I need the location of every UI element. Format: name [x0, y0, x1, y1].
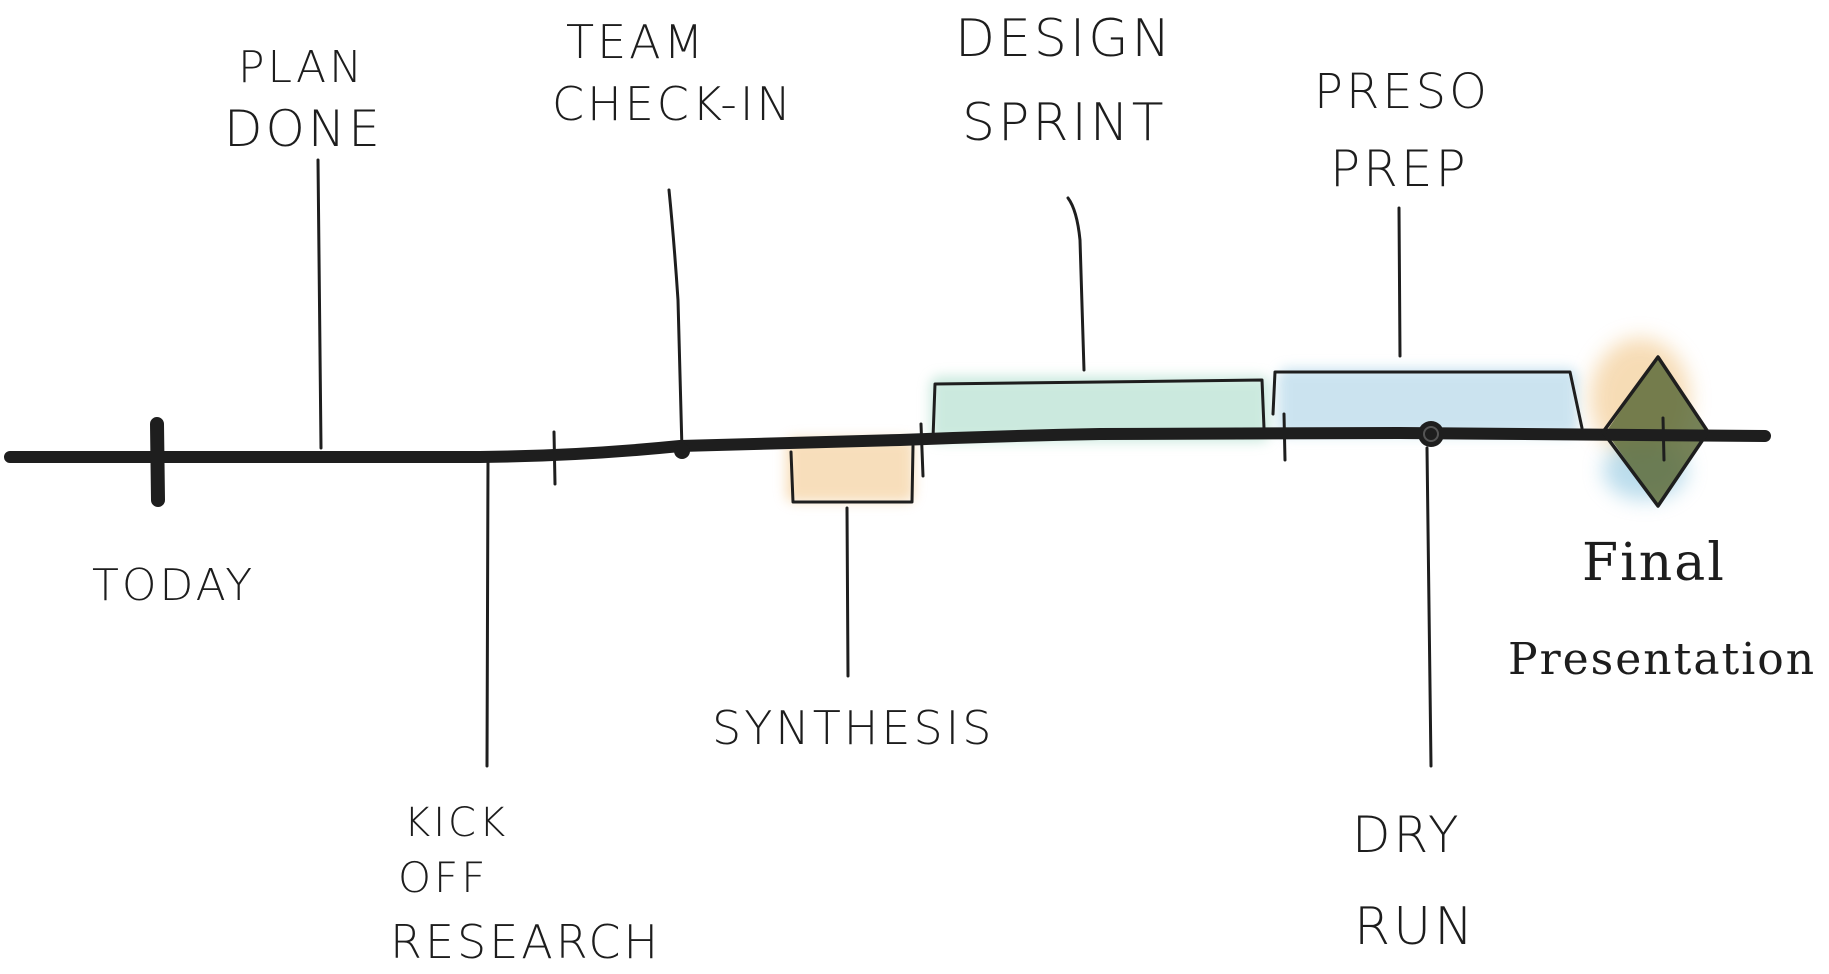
svg-text:PRESO: PRESO — [1314, 64, 1490, 120]
design-sprint-label: DESIGN SPRINT — [955, 9, 1173, 153]
preso-prep-label: PRESO PREP — [1314, 64, 1490, 198]
svg-text:DRY: DRY — [1352, 806, 1462, 864]
kickoff-research-label: KICK OFF RESEARCH — [390, 800, 661, 969]
today-label: TODAY — [92, 560, 255, 611]
design-sprint-leader — [1066, 196, 1086, 372]
final-diamond-outline — [1601, 355, 1710, 508]
tick-2 — [919, 422, 925, 478]
tick-final — [1661, 416, 1666, 462]
svg-text:RUN: RUN — [1354, 897, 1476, 957]
svg-text:PLAN: PLAN — [238, 42, 365, 93]
svg-text:KICK: KICK — [404, 800, 508, 846]
today-tick — [150, 417, 165, 507]
team-checkin-label: TEAM CHECK-IN — [552, 15, 794, 131]
synthesis-label: SYNTHESIS — [712, 701, 994, 755]
svg-text:PREP: PREP — [1330, 140, 1469, 198]
design-sprint-block-outline — [931, 378, 1266, 440]
dry-run-leader — [1425, 446, 1433, 768]
team-checkin-leader — [667, 188, 684, 452]
plan-done-label: PLAN DONE — [224, 42, 383, 158]
timeline-axis — [4, 427, 1771, 463]
svg-text:DONE: DONE — [224, 100, 383, 158]
preso-prep-block-outline — [1271, 370, 1584, 430]
dry-run-label: DRY RUN — [1352, 806, 1476, 957]
preso-prep-block-fill — [1278, 368, 1578, 436]
synthesis-block-outline — [789, 444, 915, 504]
svg-text:OFF: OFF — [398, 853, 488, 902]
kickoff-research-leader — [485, 458, 490, 768]
preso-prep-leader — [1397, 206, 1402, 358]
svg-text:TEAM: TEAM — [566, 15, 706, 69]
dry-run-dot-ring — [1423, 426, 1439, 442]
synthesis-leader — [845, 506, 850, 678]
svg-text:RESEARCH: RESEARCH — [390, 915, 661, 969]
synthesis-block-fill — [786, 438, 914, 502]
svg-text:SPRINT: SPRINT — [962, 93, 1167, 153]
svg-text:Presentation: Presentation — [1508, 634, 1816, 685]
design-sprint-block-fill — [930, 376, 1270, 442]
plan-done-leader — [316, 158, 323, 450]
svg-text:CHECK-IN: CHECK-IN — [552, 77, 794, 131]
svg-text:DESIGN: DESIGN — [955, 9, 1173, 69]
team-checkin-dot — [674, 443, 690, 459]
final-presentation-label: Final Presentation — [1508, 533, 1816, 685]
tick-3 — [1282, 412, 1287, 462]
tick-1 — [552, 430, 557, 486]
dry-run-dot — [1418, 421, 1444, 447]
svg-text:Final: Final — [1582, 533, 1726, 593]
